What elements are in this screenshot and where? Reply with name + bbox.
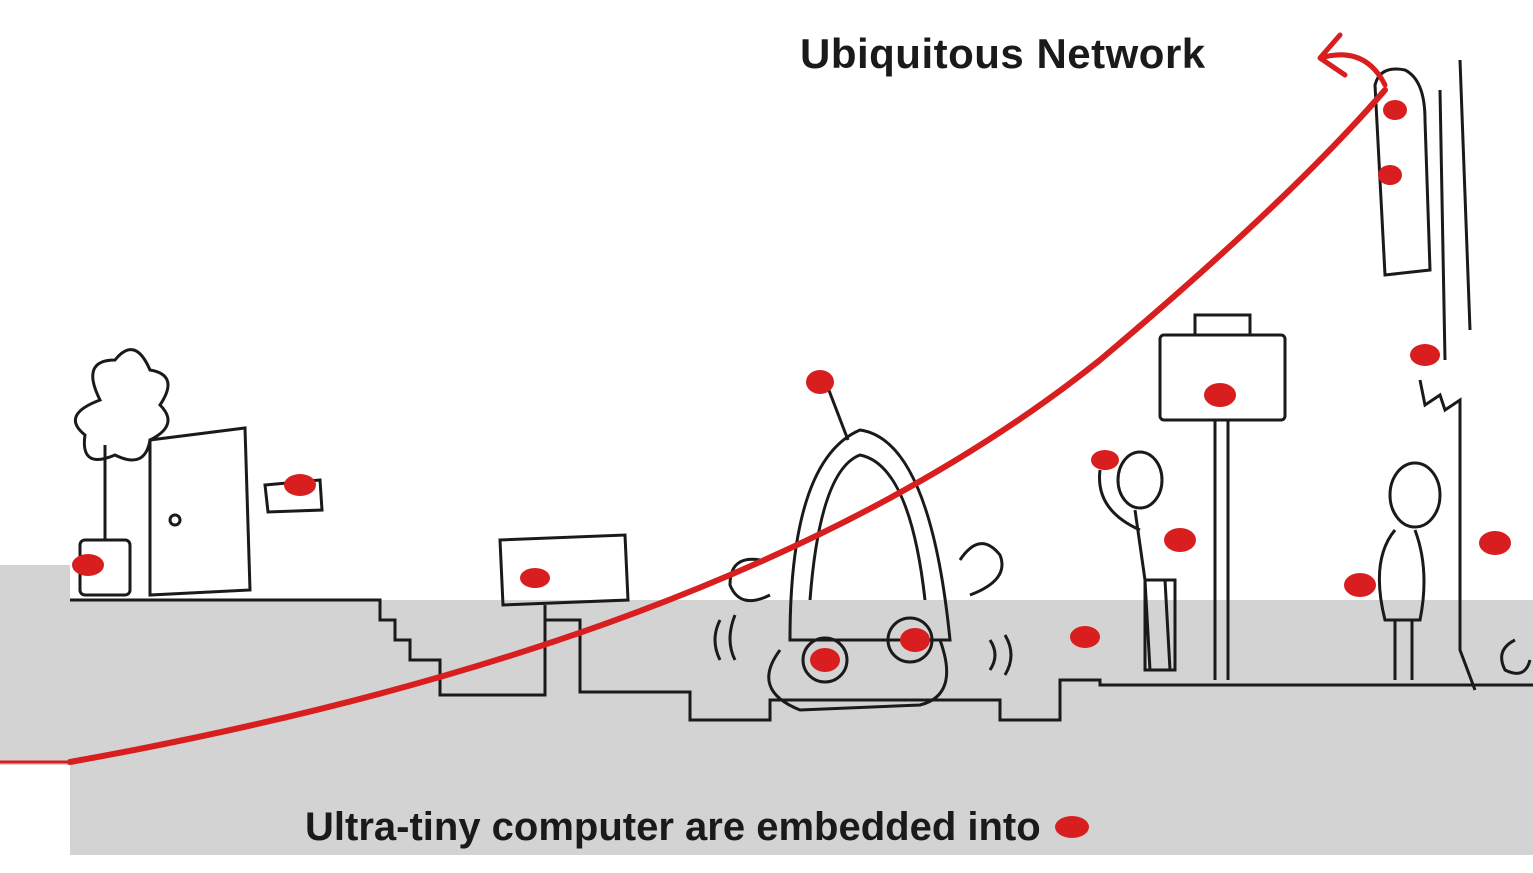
child-icon	[1377, 461, 1442, 680]
network-arrow-icon	[1317, 32, 1388, 88]
edge-figure-icon	[1500, 638, 1532, 675]
network-title: Ubiquitous Network	[800, 30, 1206, 77]
terrain-outline	[70, 598, 1533, 722]
caption: Ultra-tiny computer are embedded into	[305, 805, 1089, 850]
person-icon	[1098, 450, 1177, 672]
ground-left-block	[0, 565, 70, 765]
shop-sign-icon	[1373, 59, 1477, 691]
network-curve	[67, 87, 1388, 765]
embedded-chip-icon	[72, 100, 1511, 672]
embedded-chip-legend-icon	[1054, 816, 1089, 839]
sign-icon	[498, 533, 630, 695]
ground-main	[70, 600, 1533, 855]
caption-text: Ultra-tiny computer are embedded into	[305, 805, 1041, 849]
bus-stop-sign-icon	[1158, 313, 1287, 680]
door-icon	[148, 426, 252, 597]
